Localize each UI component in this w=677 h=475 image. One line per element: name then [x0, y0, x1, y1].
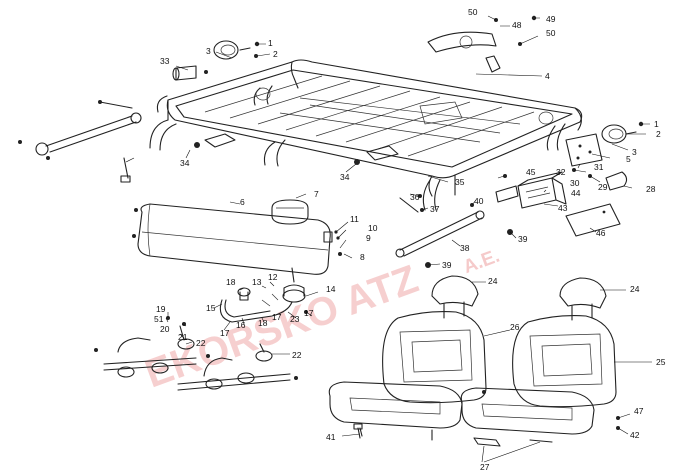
bolt-34-left — [120, 142, 200, 183]
callout-22: 22 — [196, 338, 206, 348]
callout-28: 28 — [646, 184, 656, 194]
seat-right — [460, 315, 620, 447]
callout-38: 38 — [460, 243, 470, 253]
callout-7: 7 — [314, 189, 319, 199]
callout-21: 21 — [178, 332, 188, 342]
callout-22: 22 — [292, 350, 302, 360]
watermark-main: EKORSKO ATZ — [139, 257, 423, 396]
callout-24: 24 — [488, 276, 498, 286]
headrest-left — [431, 275, 479, 319]
callout-3: 3 — [206, 46, 211, 56]
callout-9: 9 — [366, 233, 371, 243]
callout-39: 39 — [442, 260, 452, 270]
right-horn — [601, 121, 644, 144]
callout-5: 5 — [626, 154, 631, 164]
bolt-41 — [353, 423, 363, 439]
callout-30: 30 — [570, 178, 580, 188]
seat-left — [328, 311, 487, 441]
callout-1: 1 — [268, 38, 273, 48]
callout-11: 11 — [350, 214, 359, 224]
plate-46 — [565, 203, 621, 237]
callout-18: 18 — [226, 277, 236, 287]
callout-29: 29 — [598, 182, 608, 192]
callout-42: 42 — [630, 430, 640, 440]
callout-17: 17 — [304, 308, 314, 318]
headrest-right — [559, 277, 607, 321]
callout-17: 17 — [272, 312, 282, 322]
light-box-43 — [517, 171, 567, 209]
callout-17: 17 — [220, 328, 230, 338]
callout-46: 46 — [596, 228, 606, 238]
roof-rack-frame — [149, 59, 583, 211]
callout-33: 33 — [160, 56, 170, 66]
bracket-5 — [565, 133, 603, 167]
callout-50: 50 — [546, 28, 556, 38]
callout-8: 8 — [360, 252, 365, 262]
callout-2: 2 — [273, 49, 278, 59]
callout-47: 47 — [634, 406, 644, 416]
fuel-rail-right — [177, 343, 298, 391]
callout-24: 24 — [630, 284, 640, 294]
callout-51: 51 — [154, 314, 164, 324]
callout-19: 19 — [156, 304, 166, 314]
fuel-hoses — [219, 293, 308, 323]
callout-39: 39 — [518, 234, 528, 244]
callout-50: 50 — [468, 7, 478, 17]
callout-44: 44 — [571, 188, 581, 198]
callout-18: 18 — [258, 318, 268, 328]
light-bar-48 — [427, 15, 537, 73]
bracket-45 — [495, 174, 519, 203]
callout-45: 45 — [526, 167, 536, 177]
callout-4: 4 — [545, 71, 550, 81]
fuel-rail-left — [94, 316, 197, 378]
callout-32: 32 — [556, 167, 566, 177]
callout-40: 40 — [474, 196, 484, 206]
callout-41: 41 — [326, 432, 336, 442]
callout-2: 2 — [656, 129, 661, 139]
callout-35: 35 — [455, 177, 465, 187]
callout-23: 23 — [290, 314, 300, 324]
callout-48: 48 — [512, 20, 522, 30]
callout-27: 27 — [480, 462, 490, 472]
callout-20: 20 — [160, 324, 170, 334]
fuel-pump — [237, 267, 306, 303]
left-horn — [213, 40, 260, 60]
callout-1: 1 — [654, 119, 659, 129]
cylinder-33 — [172, 65, 208, 81]
crossbar-left — [18, 100, 142, 160]
callout-12: 12 — [268, 272, 278, 282]
callout-15: 15 — [206, 303, 216, 313]
callout-labels: 1 2 3 33 50 48 49 50 4 34 34 1 2 3 5 31 … — [154, 7, 666, 472]
fuel-tank — [132, 199, 342, 275]
callout-10: 10 — [368, 223, 378, 233]
callout-49: 49 — [546, 14, 556, 24]
callout-6: 6 — [240, 197, 245, 207]
callout-25: 25 — [656, 357, 666, 367]
callout-37: 37 — [430, 204, 440, 214]
callout-43: 43 — [558, 203, 568, 213]
callout-3: 3 — [632, 147, 637, 157]
callout-26: 26 — [510, 322, 520, 332]
callout-31: 31 — [594, 162, 604, 172]
callout-16: 16 — [236, 320, 246, 330]
callout-34: 34 — [340, 172, 350, 182]
leader-lines — [125, 15, 652, 463]
callout-13: 13 — [252, 277, 262, 287]
callout-36: 36 — [410, 192, 420, 202]
bolt-34-right — [354, 159, 360, 165]
callout-14: 14 — [326, 284, 336, 294]
callout-34: 34 — [180, 158, 190, 168]
